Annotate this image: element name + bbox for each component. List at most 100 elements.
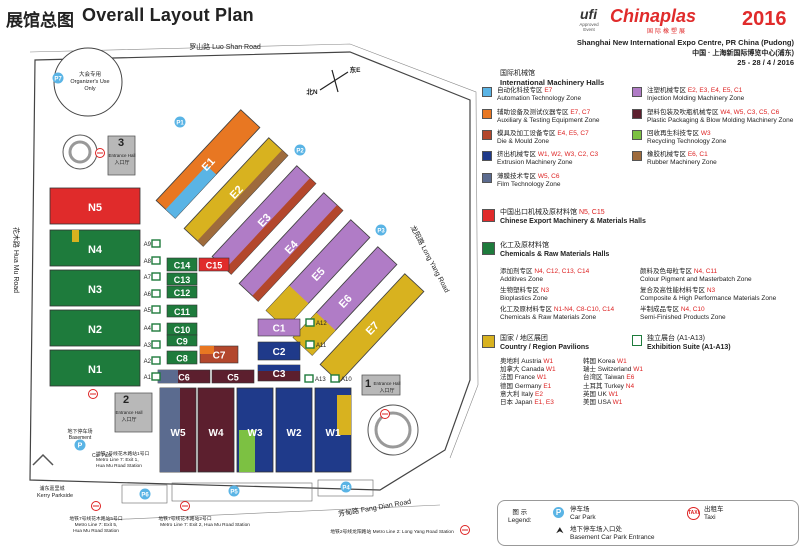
suite-label-a7: A7 bbox=[144, 275, 152, 281]
metro-label: 地铁7号线花木路站1号口 bbox=[96, 450, 150, 457]
metro-label: Metro Line 7: Exit 5, bbox=[75, 522, 118, 528]
zone-swatch bbox=[482, 109, 492, 119]
organizer-label: Organizer's Use bbox=[70, 79, 109, 85]
taxi-stand bbox=[380, 409, 390, 419]
hall-c12: C12 bbox=[166, 285, 198, 299]
basement-park-letter: P bbox=[78, 443, 83, 450]
hall-label-n5: N5 bbox=[88, 202, 102, 214]
entrance-number: 2 bbox=[123, 394, 129, 406]
hall-n4: N4 bbox=[49, 229, 141, 267]
car-park-label: P1 bbox=[176, 121, 184, 127]
parking-lot-p6 bbox=[121, 484, 168, 504]
suite-swatch bbox=[632, 335, 642, 346]
ufi-approved: Approved Event bbox=[579, 22, 599, 32]
suite-label-a13: A13 bbox=[315, 377, 326, 383]
taxi-stand bbox=[91, 501, 101, 511]
car-park-label: P4 bbox=[342, 486, 350, 492]
pavilion-item: 德国 Germany E1 bbox=[500, 382, 552, 390]
metro-label: Hua Mu Road Station bbox=[73, 528, 119, 534]
basement-entrance-icon bbox=[32, 453, 54, 466]
car-park-label: P6 bbox=[141, 493, 149, 499]
entrance-cn: 入口厅 bbox=[121, 417, 136, 423]
hall-c3: C3 bbox=[257, 364, 301, 382]
hall-e1: E7 bbox=[319, 273, 425, 383]
hall-label-w4: W4 bbox=[209, 428, 224, 439]
ufi-logo: ufi bbox=[580, 6, 598, 22]
suite-a10: A10 bbox=[330, 374, 352, 383]
plaza-east-ring bbox=[374, 411, 412, 449]
hall-c2: C2 bbox=[257, 341, 301, 361]
car-park-label: P3 bbox=[377, 229, 385, 235]
hall-label-c2: C2 bbox=[273, 347, 286, 358]
hall-label-c9: C9 bbox=[176, 337, 188, 347]
hall-label-n3: N3 bbox=[88, 284, 102, 296]
car-park-p4: P4 bbox=[340, 481, 352, 493]
suite-label-a2: A2 bbox=[144, 359, 152, 365]
event-dates: 25 - 28 / 4 / 2016 bbox=[737, 58, 794, 67]
hall-label-c13: C13 bbox=[174, 275, 191, 285]
suite-a5: A5 bbox=[144, 305, 161, 314]
car-park-p5: P5 bbox=[228, 485, 240, 497]
hall-label-n1: N1 bbox=[88, 364, 102, 376]
export-legend: 中国出口机械及原材料馆 N5, C15 Chinese Export Machi… bbox=[482, 209, 646, 226]
footer-legend-box bbox=[497, 500, 799, 546]
hall-label-c14: C14 bbox=[174, 261, 191, 271]
basement-label: 地下停车场 bbox=[67, 428, 92, 435]
hall-c15: C15 bbox=[198, 257, 230, 272]
entrance-label: Entrance Hall bbox=[108, 153, 135, 158]
pavilion-item: 奥地利 Austria W1 bbox=[500, 358, 554, 365]
hall-c10: C10 bbox=[166, 322, 198, 336]
venue-en: Shanghai New International Expo Centre, … bbox=[576, 38, 794, 47]
pavilion-item: 意大利 Italy E2 bbox=[500, 390, 543, 398]
hall-n2: N2 bbox=[49, 309, 141, 347]
brand-cn: 国际橡塑展 bbox=[647, 29, 688, 35]
suite-a2: A2 bbox=[144, 356, 161, 365]
hall-label-w2: W2 bbox=[287, 428, 302, 439]
country-swatch bbox=[482, 335, 495, 348]
hall-c5: C5 bbox=[211, 369, 255, 384]
pavilion-item: 法国 France W1 bbox=[500, 374, 547, 382]
hall-c14: C14 bbox=[166, 257, 198, 272]
suite-label-a12: A12 bbox=[316, 321, 327, 327]
hall-label-w1: W1 bbox=[326, 428, 341, 439]
hall-label-c15: C15 bbox=[206, 261, 223, 271]
basement-park-icon bbox=[74, 439, 86, 451]
zone-swatch bbox=[632, 130, 642, 140]
metro-label: 地铁7号线花木路站5号口 bbox=[69, 515, 123, 522]
car-park-label: P7 bbox=[54, 77, 62, 83]
suite-label-a10: A10 bbox=[341, 377, 352, 383]
hall-c8: C8 bbox=[166, 350, 198, 365]
hall-label-c7: C7 bbox=[213, 351, 226, 362]
hall-label-c6: C6 bbox=[178, 373, 190, 383]
hall-w3: W3 bbox=[236, 387, 274, 473]
hall-label-n4: N4 bbox=[88, 244, 103, 256]
entrance-number: 3 bbox=[118, 137, 124, 149]
suite-label-a11: A11 bbox=[316, 343, 327, 349]
kerry-label: Kerry Parkside bbox=[37, 493, 73, 499]
suite-a6: A6 bbox=[144, 289, 161, 298]
basement-label: Car Park bbox=[92, 453, 112, 459]
chemicals-swatch bbox=[482, 242, 495, 255]
suite-a3: A3 bbox=[144, 340, 161, 349]
taxi-stand bbox=[460, 525, 470, 535]
entrance-label: Entrance Hall bbox=[373, 381, 400, 386]
car-park-label: P5 bbox=[230, 490, 238, 496]
pavilion-item: 日本 Japan E1, E3 bbox=[500, 399, 554, 407]
suite-a7: A7 bbox=[144, 272, 161, 281]
car-park-p6: P6 bbox=[139, 488, 151, 500]
